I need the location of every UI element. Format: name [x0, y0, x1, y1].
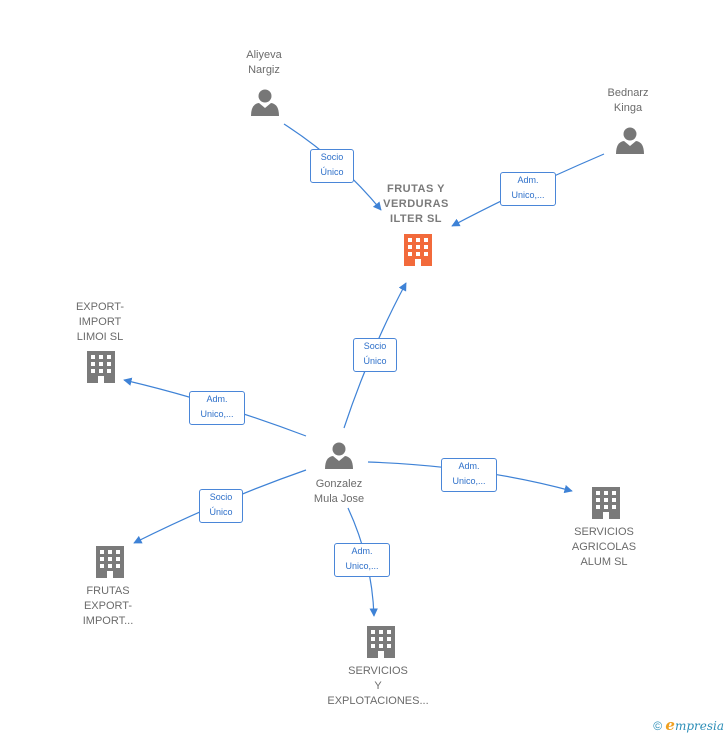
building-icon-export-import-limoi[interactable]: [87, 351, 115, 383]
edge-label-aliyeva-frutas[interactable]: Socio Único: [310, 149, 354, 183]
building-icon-frutas-verduras[interactable]: [404, 234, 432, 266]
edge-label-gonzalez-explotaciones[interactable]: Adm. Unico,...: [334, 543, 390, 577]
building-icon-servicios-explotaciones[interactable]: [367, 626, 395, 658]
edge-label-gonzalez-agricolas[interactable]: Adm. Unico,...: [441, 458, 497, 492]
node-label-export-import-limoi[interactable]: EXPORT- IMPORT LIMOI SL: [75, 301, 125, 343]
edge-label-gonzalez-frutas-export[interactable]: Socio Único: [199, 489, 243, 523]
logo-text: mpresia: [674, 719, 724, 733]
building-icon-frutas-export[interactable]: [96, 546, 124, 578]
copyright-symbol: ©: [653, 719, 663, 733]
person-icon[interactable]: [325, 442, 353, 470]
node-label-gonzalez[interactable]: Gonzalez Mula Jose: [313, 478, 365, 505]
empresia-logo: empresia: [665, 716, 724, 734]
node-label-aliyeva[interactable]: Aliyeva Nargiz: [246, 49, 282, 76]
node-label-servicios-agricolas[interactable]: SERVICIOS AGRICOLAS ALUM SL: [571, 526, 637, 568]
edge-label-bednarz-frutas[interactable]: Adm. Unico,...: [500, 172, 556, 206]
node-label-bednarz[interactable]: Bednarz Kinga: [607, 87, 649, 114]
node-label-frutas-verduras[interactable]: FRUTAS Y VERDURAS ILTER SL: [383, 183, 449, 225]
person-icon[interactable]: [251, 89, 279, 117]
edge-label-gonzalez-frutas[interactable]: Socio Único: [353, 338, 397, 372]
person-icon[interactable]: [616, 127, 644, 155]
node-label-servicios-explotaciones[interactable]: SERVICIOS Y EXPLOTACIONES...: [327, 665, 429, 707]
building-icon-servicios-agricolas[interactable]: [592, 487, 620, 519]
logo-initial: e: [665, 716, 675, 734]
edge-label-gonzalez-limoi[interactable]: Adm. Unico,...: [189, 391, 245, 425]
node-label-frutas-export[interactable]: FRUTAS EXPORT- IMPORT...: [82, 585, 134, 627]
empresia-watermark: © empresia: [653, 716, 724, 734]
